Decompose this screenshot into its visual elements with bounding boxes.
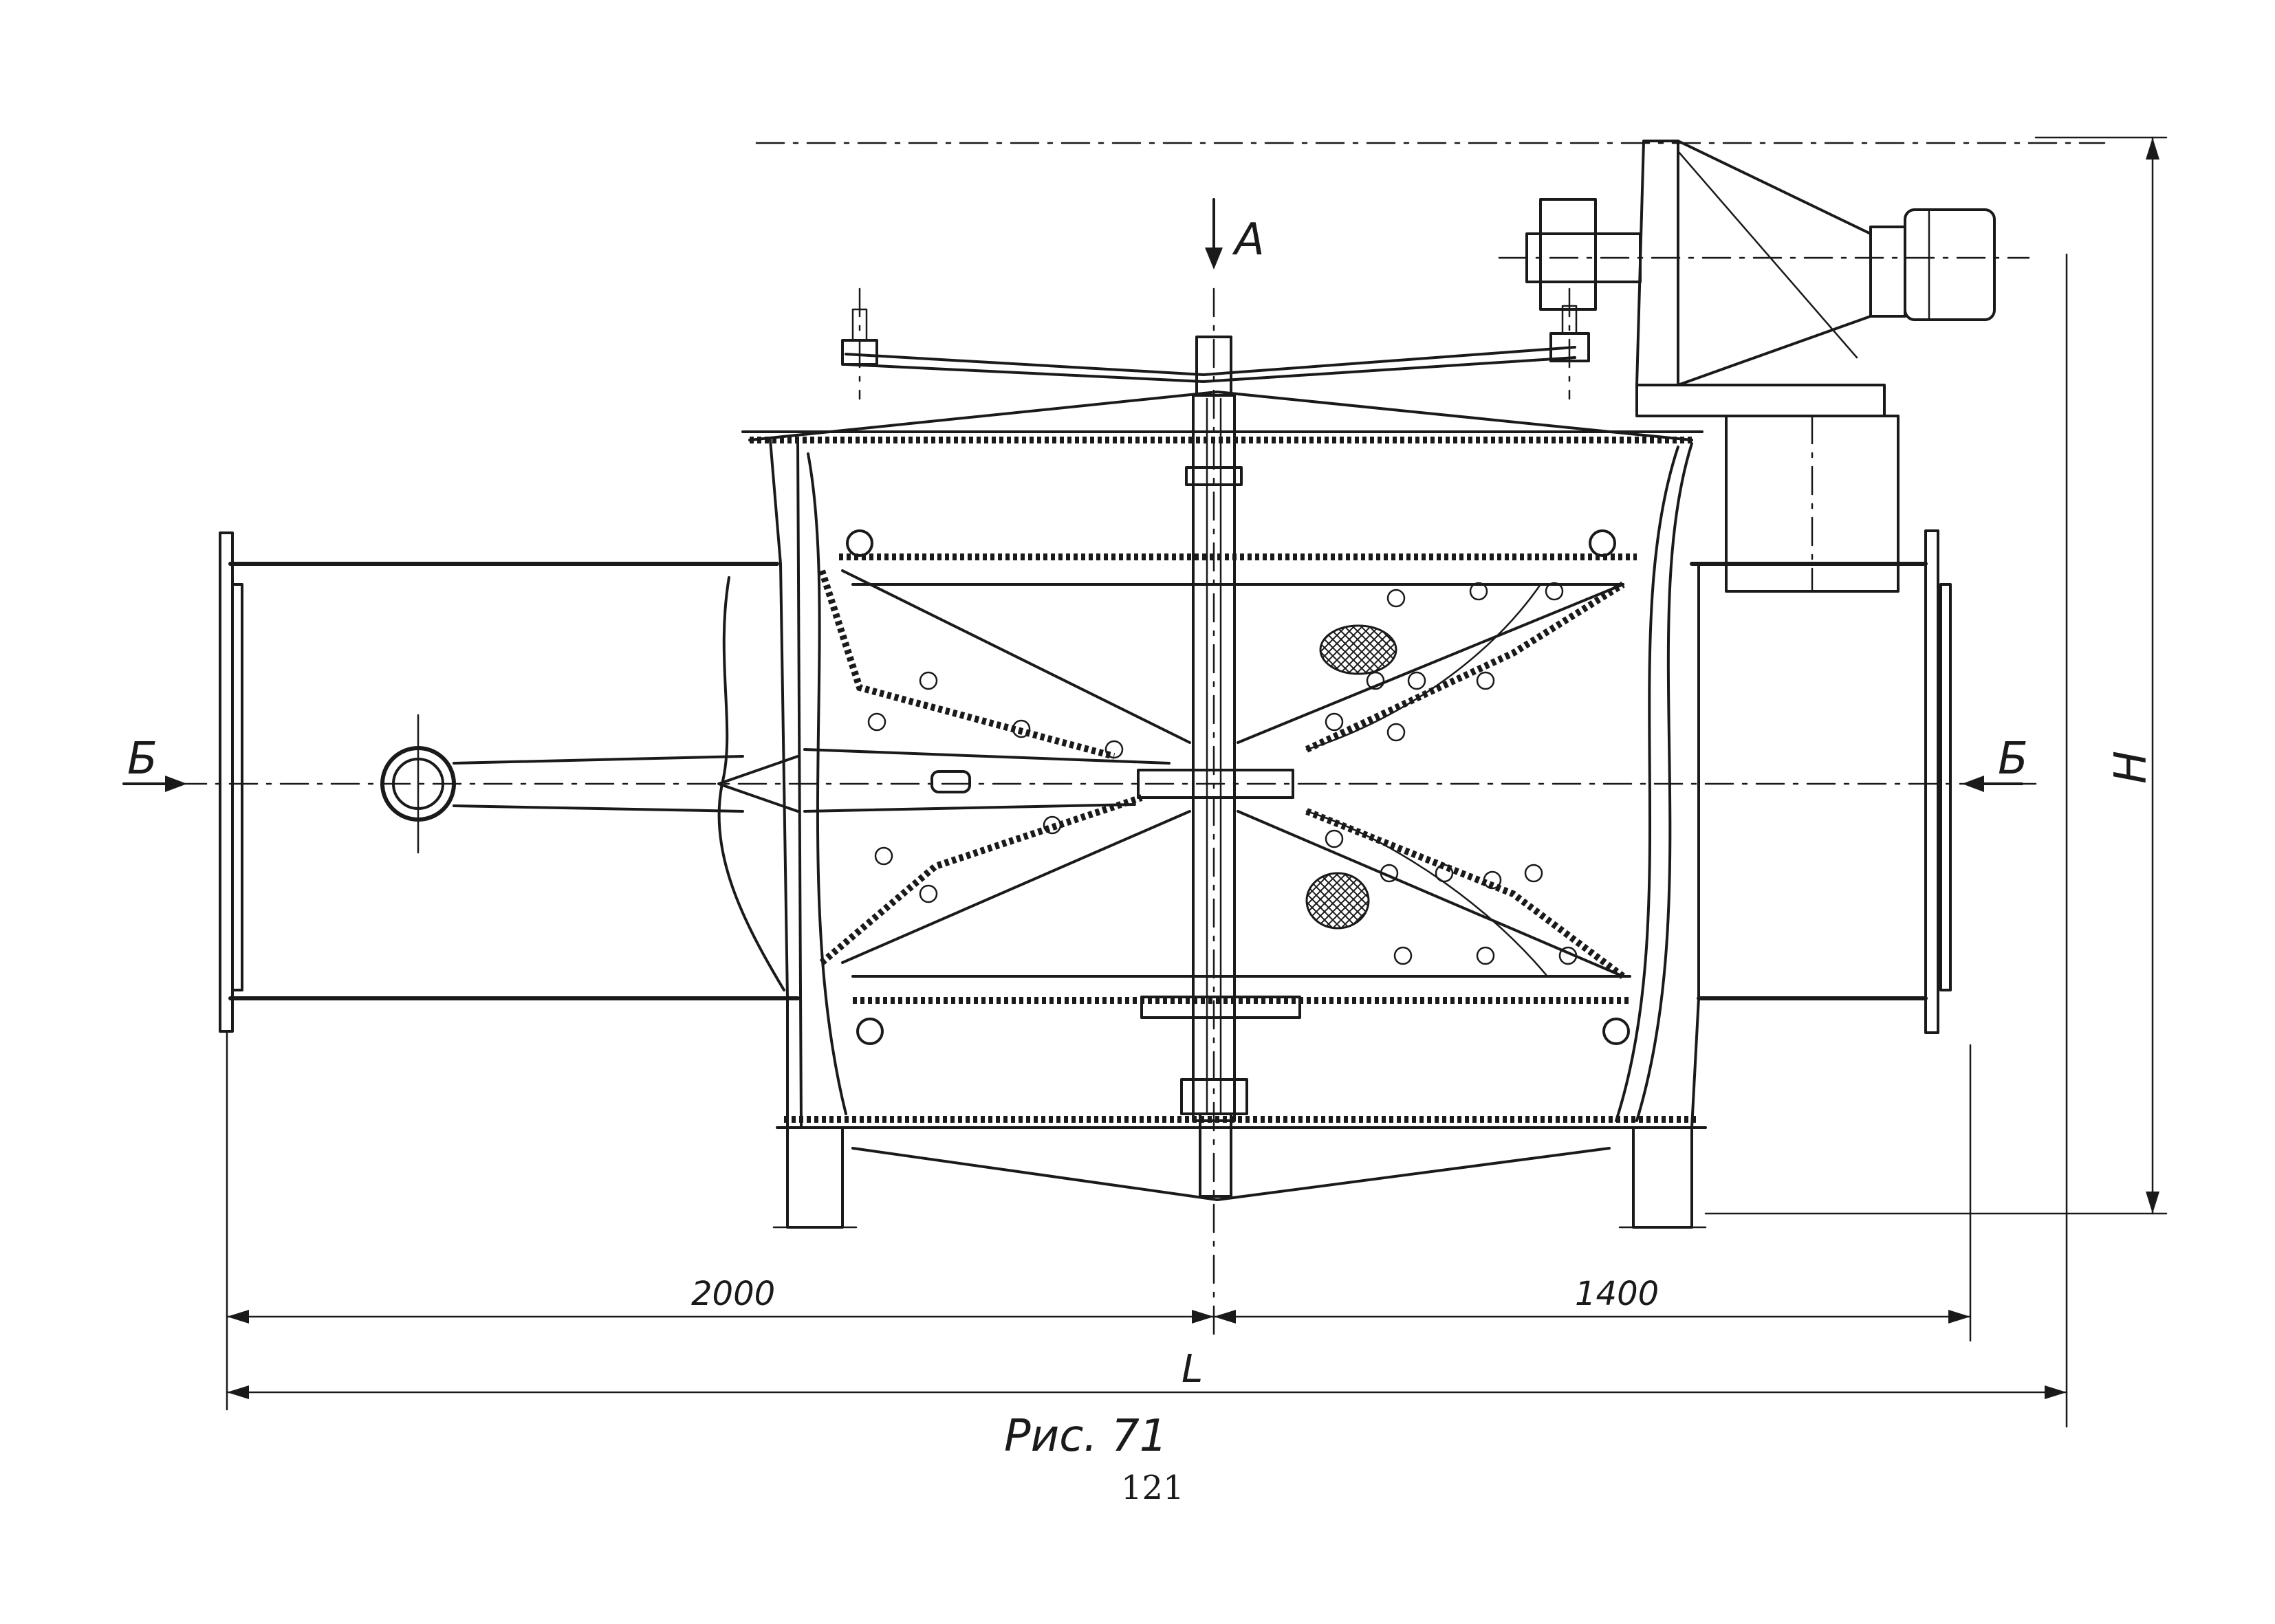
right-outlet-duct (1690, 529, 1952, 1034)
dimension-length: L (226, 253, 2068, 1428)
section-marker-left: Б (122, 734, 187, 792)
arrow-a-annotation: A (1205, 198, 1265, 270)
dimension-2000-label: 2000 (691, 1275, 775, 1313)
dimension-1400-label: 1400 (1575, 1275, 1659, 1313)
central-shaft (1137, 287, 1301, 1342)
dimension-height: H (1704, 136, 2168, 1215)
length-label: L (1182, 1347, 1203, 1392)
dimension-2000-1400: 2000 1400 (226, 1030, 1972, 1411)
screen-mesh-upper (1319, 624, 1397, 675)
page-number: 121 (1121, 1469, 1184, 1507)
screen-mesh-lower (1305, 872, 1370, 930)
right-screen-assembly (846, 529, 1630, 1045)
figure-caption: Рис. 71 (1004, 1411, 1168, 1462)
centre-lines (177, 142, 2106, 785)
height-label: H (2106, 751, 2157, 784)
arrow-a-label: A (1232, 215, 1265, 265)
left-screen-assembly (803, 569, 1191, 965)
section-marker-right: Б (1962, 734, 2028, 792)
drive-motor (1498, 140, 2030, 593)
separator-housing (741, 287, 1707, 1229)
left-inlet-duct (219, 531, 971, 1033)
section-left-label: Б (127, 734, 157, 784)
section-right-label: Б (1998, 734, 2028, 784)
